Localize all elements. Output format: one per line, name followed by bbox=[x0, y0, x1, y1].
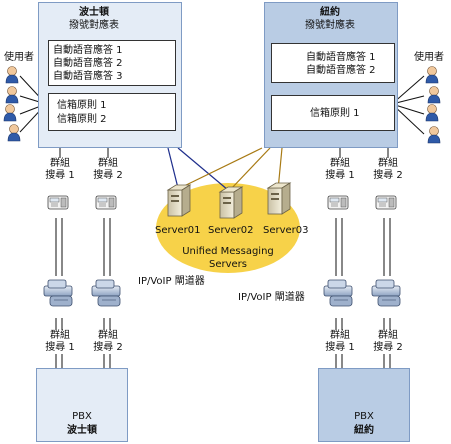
user-icon bbox=[425, 104, 439, 122]
phone-icon bbox=[47, 195, 69, 210]
auto-attendant-item: 自動語音應答 1 bbox=[53, 45, 123, 56]
users-label-left: 使用者 bbox=[4, 52, 34, 63]
boston-dial-plan-panel: 波士頓 撥號對應表 自動語音應答 1 自動語音應答 2 自動語音應答 3 信箱原… bbox=[38, 2, 182, 148]
hunt-group-label: 群組搜尋 2 bbox=[93, 330, 123, 353]
um-subtitle: Servers bbox=[208, 259, 247, 270]
newyork-auto-attendant-box: 自動語音應答 1 自動語音應答 2 bbox=[271, 43, 395, 83]
users-label-right: 使用者 bbox=[414, 52, 444, 63]
pbx-label: PBX bbox=[72, 411, 92, 422]
hunt-group-label: 群組搜尋 1 bbox=[45, 158, 75, 181]
auto-attendant-item: 自動語音應答 1 bbox=[306, 52, 376, 63]
hunt-group-label: 群組搜尋 2 bbox=[373, 330, 403, 353]
um-title: Unified Messaging bbox=[182, 246, 274, 257]
newyork-dial-plan-panel: 紐約 撥號對應表 自動語音應答 1 自動語音應答 2 信箱原則 1 bbox=[264, 2, 398, 148]
mailbox-policy-item: 信箱原則 1 bbox=[310, 108, 360, 119]
server-icon bbox=[167, 184, 191, 217]
mailbox-policy-item: 信箱原則 1 bbox=[57, 100, 107, 111]
hunt-group-label: 群組搜尋 1 bbox=[325, 158, 355, 181]
pbx-city: 紐約 bbox=[354, 425, 374, 436]
phone-icon bbox=[95, 195, 117, 210]
newyork-mailbox-policy-box: 信箱原則 1 bbox=[271, 95, 395, 131]
trunk-lines bbox=[55, 148, 391, 368]
um-cloud bbox=[156, 183, 300, 273]
newyork-pbx-panel: PBX 紐約 bbox=[318, 368, 410, 442]
gateway-icon bbox=[91, 279, 121, 307]
server-label: Server02 bbox=[208, 225, 254, 236]
hunt-group-label: 群組搜尋 2 bbox=[373, 158, 403, 181]
hunt-group-label: 群組搜尋 1 bbox=[45, 330, 75, 353]
newyork-title: 紐約 bbox=[320, 7, 340, 18]
gateway-icon bbox=[371, 279, 401, 307]
user-icon bbox=[7, 124, 21, 142]
server-links bbox=[167, 147, 283, 191]
pbx-city: 波士頓 bbox=[67, 425, 97, 436]
gateway-icon bbox=[323, 279, 353, 307]
boston-title: 波士頓 bbox=[79, 7, 109, 18]
gateway-icon bbox=[43, 279, 73, 307]
server-label: Server03 bbox=[263, 225, 309, 236]
user-icon bbox=[5, 66, 19, 84]
boston-auto-attendant-box: 自動語音應答 1 自動語音應答 2 自動語音應答 3 bbox=[48, 40, 176, 86]
server-label: Server01 bbox=[155, 225, 201, 236]
user-icon bbox=[427, 126, 441, 144]
auto-attendant-item: 自動語音應答 3 bbox=[53, 71, 123, 82]
boston-pbx-panel: PBX 波士頓 bbox=[36, 368, 128, 442]
gateway-label-left: IP/VoIP 閘道器 bbox=[138, 276, 205, 287]
user-icon bbox=[425, 66, 439, 84]
phone-icon bbox=[375, 195, 397, 210]
boston-mailbox-policy-box: 信箱原則 1 信箱原則 2 bbox=[48, 93, 176, 131]
boston-subtitle: 撥號對應表 bbox=[69, 20, 119, 31]
hunt-group-label: 群組搜尋 1 bbox=[325, 330, 355, 353]
user-icon bbox=[3, 104, 17, 122]
pbx-label: PBX bbox=[354, 411, 374, 422]
auto-attendant-item: 自動語音應答 2 bbox=[306, 65, 376, 76]
server-icon bbox=[219, 186, 243, 219]
mailbox-policy-item: 信箱原則 2 bbox=[57, 114, 107, 125]
phone-icon bbox=[327, 195, 349, 210]
auto-attendant-item: 自動語音應答 2 bbox=[53, 58, 123, 69]
user-icon bbox=[5, 86, 19, 104]
server-icon bbox=[267, 182, 291, 215]
gateway-label-right: IP/VoIP 閘道器 bbox=[238, 292, 305, 303]
user-icon bbox=[427, 86, 441, 104]
newyork-subtitle: 撥號對應表 bbox=[305, 20, 355, 31]
hunt-group-label: 群組搜尋 2 bbox=[93, 158, 123, 181]
